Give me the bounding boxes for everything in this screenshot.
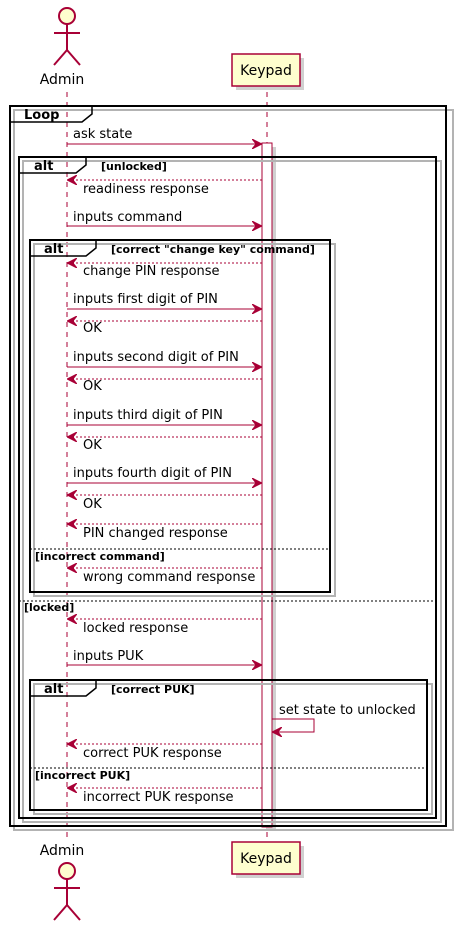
inner-alt-key-guard-correct: [correct "change key" command] [111,243,315,256]
keypad-label-bottom: Keypad [240,851,292,867]
keypad-label-top: Keypad [240,63,292,79]
inner-alt-puk-frame-tab [30,679,97,697]
loop-frame-tab [10,105,93,123]
outer-alt-frame-tab [19,156,87,174]
msg-locked-response: locked response [83,621,188,636]
inner-alt-key-frame-tab [30,239,97,257]
outer-alt-guard-locked: [locked] [24,601,74,614]
admin-head-icon-bottom [58,862,76,880]
admin-label-top: Admin [40,72,85,88]
msg-inputs-command: inputs command [73,210,182,225]
msg-set-state-unlocked: set state to unlocked [279,703,416,718]
msg-ask-state: ask state [73,127,132,142]
admin-head-icon [58,7,76,25]
outer-alt-frame [18,156,437,819]
outer-alt-guard-unlocked: [unlocked] [101,160,167,173]
msg-inputs-first-digit: inputs first digit of PIN [73,292,218,307]
inner-alt-puk-frame [29,679,428,811]
loop-title: Loop [24,108,59,123]
msg-correct-puk-response: correct PUK response [83,746,222,761]
inner-alt-key-title: alt [44,242,63,257]
msg-inputs-puk: inputs PUK [73,649,144,664]
msg-inputs-fourth-digit: inputs fourth digit of PIN [73,466,232,481]
msg-ok-2: OK [83,379,102,394]
inner-alt-puk-guard-correct: [correct PUK] [111,683,195,696]
inner-alt-key-guard-incorrect: [incorrect command] [35,550,165,563]
loop-frame [9,105,447,827]
msg-ok-1: OK [83,321,102,336]
msg-ok-4: OK [83,497,102,512]
keypad-participant-top [231,53,301,87]
admin-actor-bottom [53,862,81,921]
msg-ok-3: OK [83,438,102,453]
inner-alt-key-frame [29,239,331,593]
msg-readiness-response: readiness response [83,182,209,197]
inner-alt-puk-guard-incorrect: [incorrect PUK] [35,769,130,782]
msg-pin-changed-response: PIN changed response [83,526,228,541]
arrow-set-state-unlocked [272,718,315,732]
msg-change-pin-response: change PIN response [83,264,220,279]
admin-label-bottom: Admin [40,843,85,859]
outer-alt-title: alt [34,159,53,174]
msg-inputs-second-digit: inputs second digit of PIN [73,350,239,365]
admin-actor-top [53,7,81,66]
msg-incorrect-puk-response: incorrect PUK response [83,790,234,805]
msg-wrong-command-response: wrong command response [83,570,255,585]
inner-alt-puk-title: alt [44,682,63,697]
msg-inputs-third-digit: inputs third digit of PIN [73,408,223,423]
keypad-participant-bottom [231,841,301,875]
